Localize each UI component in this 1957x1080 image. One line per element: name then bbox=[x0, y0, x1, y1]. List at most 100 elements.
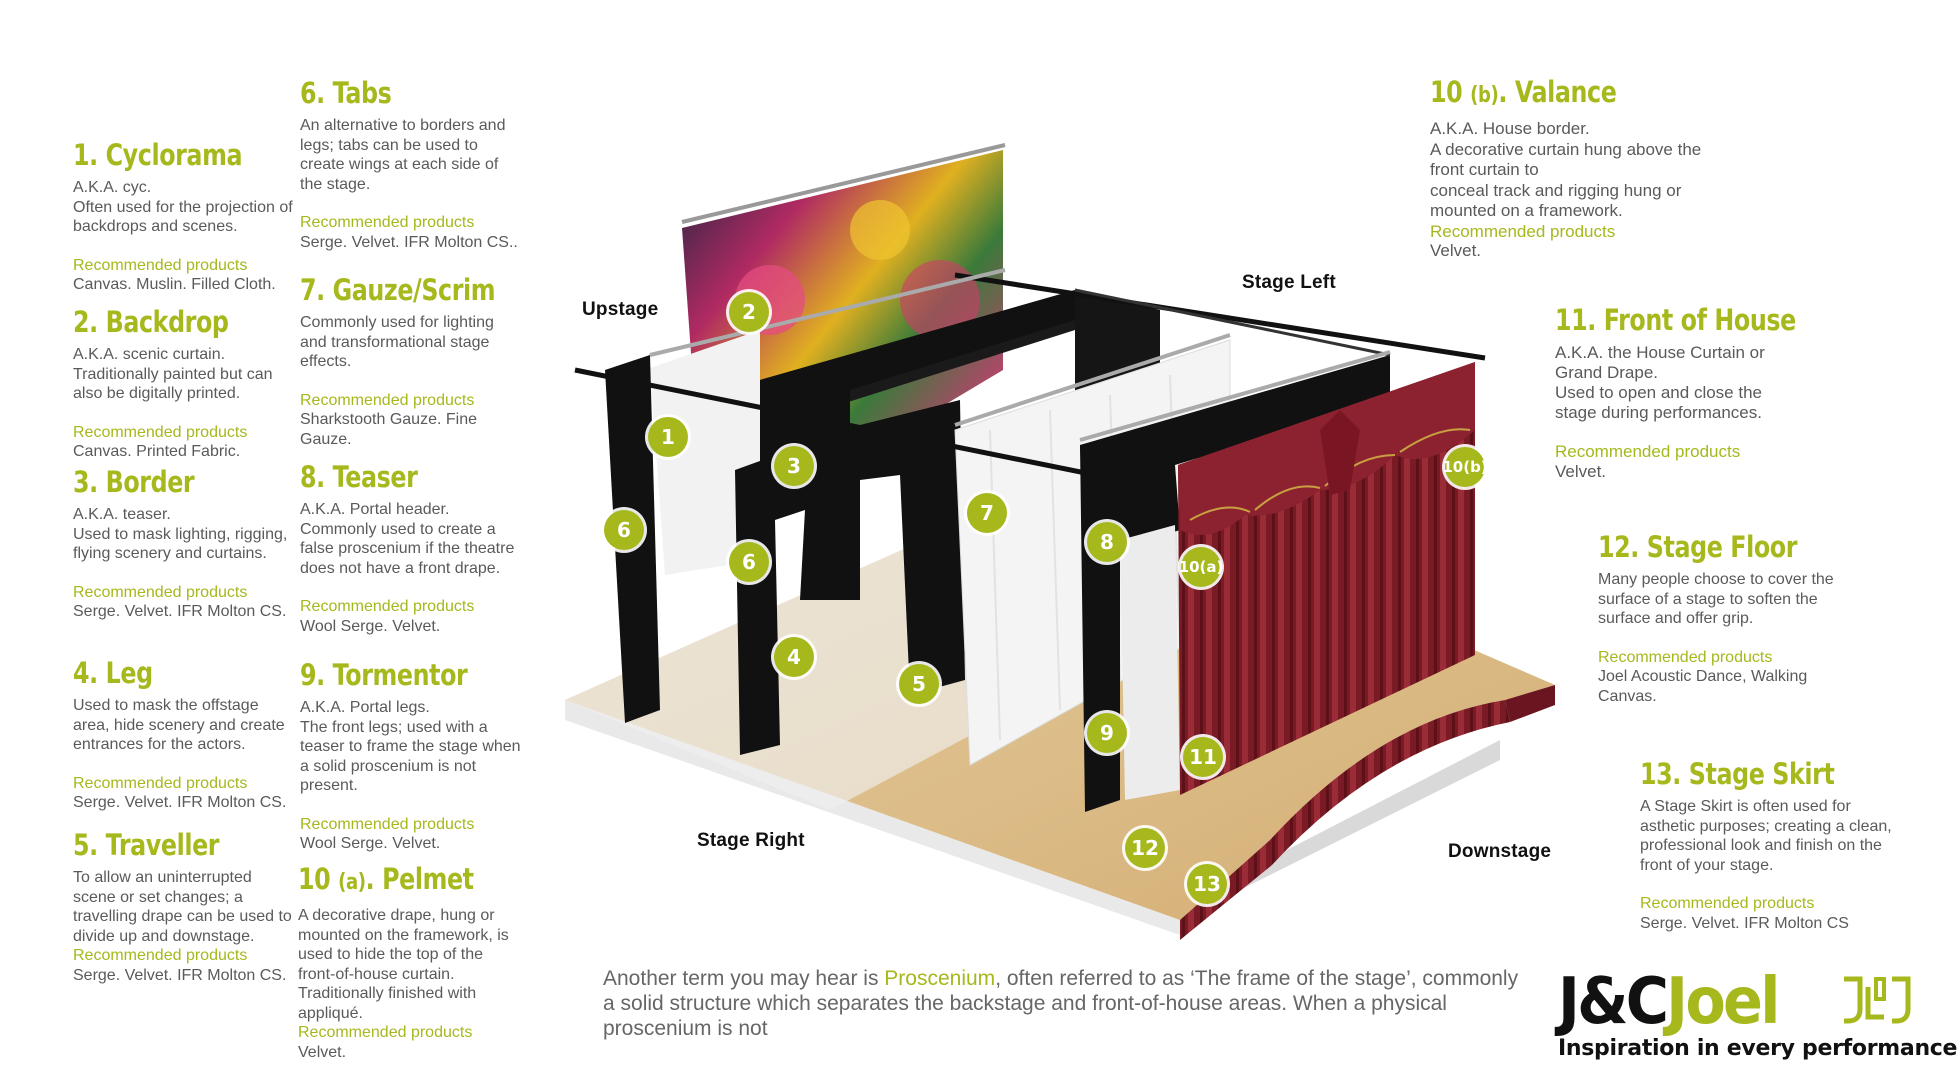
section-line: Traditionally finished with appliqué. bbox=[298, 985, 477, 1022]
marker-1[interactable]: 1 bbox=[648, 417, 688, 457]
section-title: 8. Teaser bbox=[300, 460, 418, 494]
products: Serge. Velvet. IFR Molton CS. bbox=[73, 603, 287, 620]
section-stage-floor: 12. Stage Floor Many people choose to co… bbox=[1598, 530, 1848, 706]
section-line: A decorative drape, hung or mounted on t… bbox=[298, 907, 509, 983]
section-line: A.K.A. teaser. bbox=[73, 506, 171, 523]
gauze-side bbox=[1120, 525, 1180, 800]
section-line: Used to mask the offstage area, hide sce… bbox=[73, 697, 285, 753]
section-title: 10 (b). Valance bbox=[1430, 75, 1676, 113]
title-sub: (a) bbox=[338, 870, 366, 895]
section-line: conceal track and rigging hung or mounte… bbox=[1430, 180, 1682, 221]
recommended-label: Recommended products bbox=[1640, 895, 1815, 912]
section-cyclorama: 1. Cyclorama A.K.A. cyc. Often used for … bbox=[73, 138, 293, 295]
leg-3 bbox=[860, 400, 965, 695]
products: Velvet. bbox=[1430, 241, 1482, 260]
recommended-label: Recommended products bbox=[1598, 648, 1773, 666]
logo-mark-icon bbox=[1844, 976, 1911, 1024]
note-pre: Another term you may hear is bbox=[603, 967, 885, 990]
recommended-label: Recommended products bbox=[73, 774, 248, 792]
title-number: 10 bbox=[298, 862, 331, 896]
label-downstage: Downstage bbox=[1448, 841, 1552, 862]
recommended-label: Recommended products bbox=[300, 391, 475, 409]
section-line: A.K.A. House border. bbox=[1430, 119, 1590, 138]
section-teaser: 8. Teaser A.K.A. Portal header. Commonly… bbox=[300, 460, 532, 636]
recommended-label: Recommended products bbox=[73, 947, 248, 964]
note-post: , often referred to as ‘The frame of the… bbox=[603, 967, 1519, 1040]
marker-5[interactable]: 5 bbox=[899, 664, 939, 704]
marker-10a[interactable]: 10(a) bbox=[1179, 547, 1223, 587]
section-line: Many people choose to cover the surface … bbox=[1598, 571, 1834, 627]
recommended-label: Recommended products bbox=[73, 583, 248, 601]
marker-12[interactable]: 12 bbox=[1125, 828, 1165, 868]
marker-6b[interactable]: 6 bbox=[729, 542, 769, 582]
section-gauze-scrim: 7. Gauze/Scrim Commonly used for lightin… bbox=[300, 273, 522, 449]
logo-joel: Joel bbox=[1666, 965, 1780, 1039]
products: Serge. Velvet. IFR Molton CS. bbox=[73, 966, 287, 984]
marker-4[interactable]: 4 bbox=[774, 637, 814, 677]
section-traveller: 5. Traveller To allow an uninterrupted s… bbox=[73, 828, 293, 985]
marker-3[interactable]: 3 bbox=[774, 446, 814, 486]
products: Wool Serge. Velvet. bbox=[300, 617, 441, 635]
marker-11[interactable]: 11 bbox=[1183, 737, 1223, 777]
marker-2[interactable]: 2 bbox=[729, 292, 769, 332]
section-line: A.K.A. the House Curtain or Grand Drape. bbox=[1555, 343, 1765, 382]
logo-jc: J&C bbox=[1558, 965, 1669, 1039]
note-highlight: Proscenium bbox=[884, 967, 996, 990]
label-stage-right: Stage Right bbox=[697, 830, 805, 851]
section-title: 3. Border bbox=[73, 465, 195, 499]
marker-9[interactable]: 9 bbox=[1087, 713, 1127, 753]
section-valance: 10 (b). Valance A.K.A. House border. A d… bbox=[1430, 75, 1730, 261]
section-line: Commonly used to create a false prosceni… bbox=[300, 520, 515, 577]
recommended-label: Recommended products bbox=[1430, 221, 1616, 241]
products: Canvas. Printed Fabric. bbox=[73, 443, 241, 460]
recommended-label: Recommended products bbox=[73, 423, 248, 441]
products: Wool Serge. Velvet. bbox=[300, 835, 441, 852]
products: Canvas. Muslin. Filled Cloth. bbox=[73, 276, 276, 293]
section-leg: 4. Leg Used to mask the offstage area, h… bbox=[73, 656, 293, 813]
section-line: Often used for the projection of backdro… bbox=[73, 198, 293, 236]
section-line: A.K.A. scenic curtain. bbox=[73, 346, 226, 363]
section-title: 5. Traveller bbox=[73, 828, 220, 862]
section-title: 12. Stage Floor bbox=[1598, 530, 1798, 564]
section-line: A Stage Skirt is often used for asthetic… bbox=[1640, 798, 1892, 874]
products: Sharkstooth Gauze. Fine Gauze. bbox=[300, 411, 477, 448]
stage-skirt-side bbox=[1505, 685, 1555, 722]
section-line: A.K.A. Portal header. bbox=[300, 501, 450, 518]
products: Velvet. bbox=[1555, 461, 1607, 481]
section-title: 1. Cyclorama bbox=[73, 138, 243, 172]
products: Serge. Velvet. IFR Molton CS. bbox=[73, 794, 287, 811]
leg-2 bbox=[735, 425, 860, 755]
section-title: 13. Stage Skirt bbox=[1640, 757, 1835, 791]
section-pelmet: 10 (a). Pelmet A decorative drape, hung … bbox=[298, 862, 523, 1062]
logo-tagline: Inspiration in every performance bbox=[1558, 1036, 1957, 1061]
recommended-label: Recommended products bbox=[300, 598, 475, 615]
section-title: 2. Backdrop bbox=[73, 305, 229, 339]
section-line: Commonly used for lighting and transform… bbox=[300, 314, 494, 370]
recommended-label: Recommended products bbox=[300, 815, 475, 833]
marker-8[interactable]: 8 bbox=[1087, 522, 1127, 562]
recommended-label: Recommended products bbox=[73, 256, 248, 274]
pelmet-swag bbox=[1320, 410, 1360, 495]
section-line: The front legs; used with a teaser to fr… bbox=[300, 718, 521, 795]
stage-base-side bbox=[1180, 740, 1500, 920]
title-number: 10 bbox=[1430, 75, 1463, 109]
proscenium-note: Another term you may hear is Proscenium,… bbox=[603, 966, 1523, 1041]
section-front-of-house: 11. Front of House A.K.A. the House Curt… bbox=[1555, 303, 1796, 481]
section-line: To allow an uninterrupted scene or set c… bbox=[73, 869, 292, 945]
label-stage-left: Stage Left bbox=[1242, 272, 1336, 293]
tormentor bbox=[1080, 440, 1120, 812]
marker-10b[interactable]: 10(b) bbox=[1442, 447, 1488, 487]
marker-13[interactable]: 13 bbox=[1187, 864, 1227, 904]
section-tormentor: 9. Tormentor A.K.A. Portal legs. The fro… bbox=[300, 658, 522, 854]
section-line: Traditionally painted but can also be di… bbox=[73, 365, 273, 403]
section-line: Used to open and close the stage during … bbox=[1555, 383, 1762, 422]
marker-6a[interactable]: 6 bbox=[604, 510, 644, 550]
products: Serge. Velvet. IFR Molton CS.. bbox=[300, 233, 518, 251]
marker-7[interactable]: 7 bbox=[967, 493, 1007, 533]
products: Joel Acoustic Dance, Walking Canvas. bbox=[1598, 668, 1808, 705]
label-upstage: Upstage bbox=[582, 299, 659, 320]
products: Serge. Velvet. IFR Molton CS bbox=[1640, 914, 1849, 932]
products: Velvet. bbox=[298, 1043, 347, 1061]
section-border: 3. Border A.K.A. teaser. Used to mask li… bbox=[73, 465, 293, 622]
section-title: 9. Tormentor bbox=[300, 658, 468, 692]
